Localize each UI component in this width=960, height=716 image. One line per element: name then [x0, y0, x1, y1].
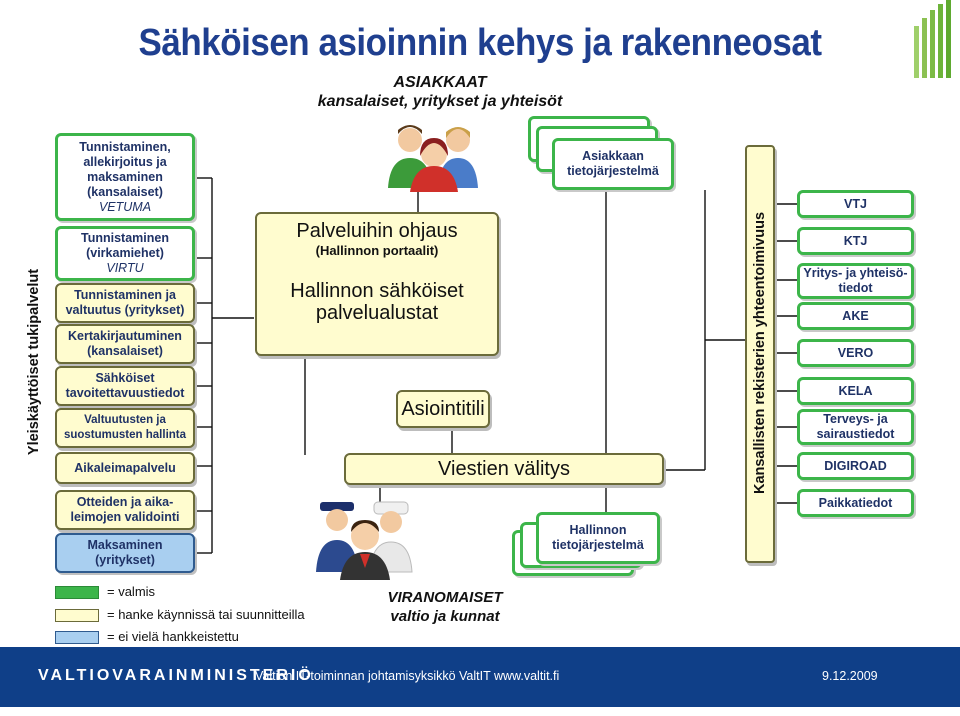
legend-label-in-progress: = hanke käynnissä tai suunnitteilla [107, 607, 305, 622]
service-timestamp: Aikaleimapalvelu [55, 452, 195, 484]
legend-swatch-green [55, 586, 99, 599]
register-ake: AKE [797, 302, 914, 330]
viestien-valitys-box: Viestien välitys [344, 453, 664, 485]
service-validation: Otteiden ja aika-leimojen validointi [55, 490, 195, 530]
service-payments: Maksaminen(yritykset) [55, 533, 195, 573]
footer-unit: Valtion IT-toiminnan johtamisyksikkö Val… [255, 669, 560, 683]
page-title: Sähköisen asioinnin kehys ja rakenneosat [138, 22, 822, 64]
register-vero: VERO [797, 339, 914, 367]
register-vtj: VTJ [797, 190, 914, 218]
legend-swatch-blue [55, 631, 99, 644]
platform-box: Palveluihin ohjaus (Hallinnon portaalit)… [255, 212, 499, 356]
authorities-people-icon [316, 501, 413, 580]
service-virtu: Tunnistaminen(virkamiehet)VIRTU [55, 226, 195, 281]
register-yritys: Yritys- ja yhteisö-tiedot [797, 263, 914, 299]
asiointitili-box: Asiointitili [396, 390, 490, 428]
right-vertical-label: Kansallisten rekisterien yhteentoimivuus [752, 211, 768, 495]
legend-swatch-yellow [55, 609, 99, 622]
register-interoperability-bar [745, 145, 775, 563]
legend-label-not-started: = ei vielä hankkeistettu [107, 629, 239, 644]
register-ktj: KTJ [797, 227, 914, 255]
register-digiroad: DIGIROAD [797, 452, 914, 480]
decorative-bars-icon [914, 0, 951, 78]
legend-label-ready: = valmis [107, 584, 156, 599]
footer-date: 9.12.2009 [822, 669, 878, 683]
footer-bar: VALTIOVARAINMINISTERIÖ Valtion IT-toimin… [0, 647, 960, 707]
footer-ministry: VALTIOVARAINMINISTERIÖ [38, 667, 314, 684]
register-paikkatiedot: Paikkatiedot [797, 489, 914, 517]
register-kela: KELA [797, 377, 914, 405]
authorities-label: VIRANOMAISET valtio ja kunnat [387, 589, 503, 625]
customers-sub: kansalaiset, yritykset ja yhteisöt [317, 93, 563, 110]
customers-label: ASIAKKAAT [393, 74, 487, 91]
service-sso: Kertakirjautuminen(kansalaiset) [55, 324, 195, 364]
customers-people-icon [388, 125, 478, 192]
